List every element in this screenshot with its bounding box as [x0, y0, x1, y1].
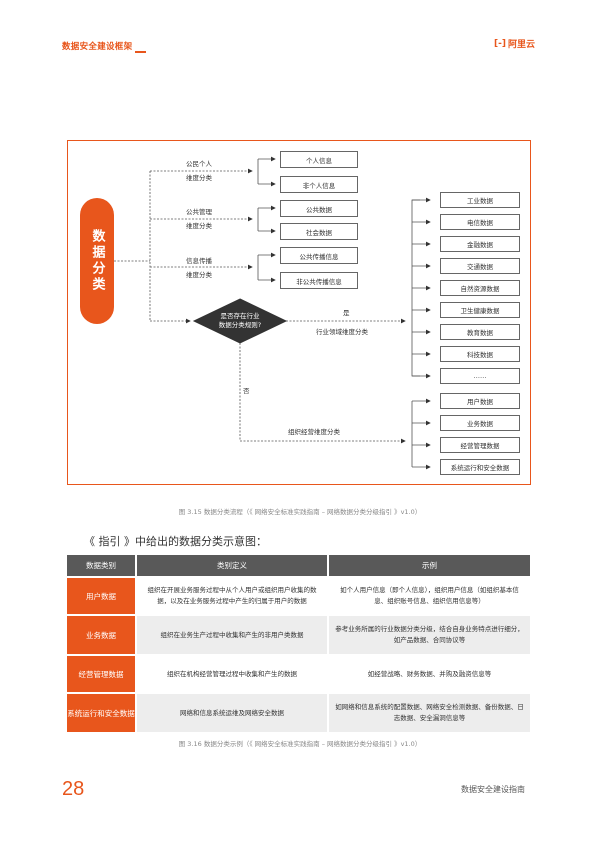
branch3-label-line1: 信息传播: [186, 257, 212, 265]
root-node: 数据分类: [80, 198, 114, 324]
row-category: 系统运行和安全数据: [67, 692, 137, 732]
industry-node: 卫生健康数据: [440, 302, 520, 318]
industry-node: 电信数据: [440, 214, 520, 230]
logo-text: 阿里云: [507, 40, 535, 50]
node-social-data: 社会数据: [280, 223, 358, 240]
flowchart-connectors: [114, 156, 431, 470]
branch1-label-line2: 维度分类: [186, 174, 212, 182]
industry-node: 自然资源数据: [440, 280, 520, 296]
header-definition: 类别定义: [137, 555, 329, 576]
node-personal-info: 个人信息: [280, 151, 358, 168]
industry-node: 工业数据: [440, 192, 520, 208]
row-definition: 组织在业务生产过程中收集和产生的非用户类数据: [137, 614, 329, 654]
header-example: 示例: [329, 555, 532, 576]
industry-node: 交通数据: [440, 258, 520, 274]
brand-logo: [-] 阿里云: [494, 37, 535, 51]
org-node: 业务数据: [440, 415, 520, 431]
logo-icon: [-]: [494, 38, 506, 49]
node-public-broadcast-info: 公共传播信息: [280, 247, 358, 264]
decision-no-label: 否: [243, 387, 250, 395]
branch2-label-line2: 维度分类: [186, 222, 212, 230]
row-category: 经营管理数据: [67, 654, 137, 692]
header-title: 数据安全建设框架: [62, 42, 133, 52]
table-row: 业务数据 组织在业务生产过程中收集和产生的非用户类数据 参考业务所属的行业数据分…: [67, 614, 532, 654]
intro-text: 《 指引 》中给出的数据分类示意图：: [84, 535, 267, 548]
table-row: 用户数据 组织在开展业务服务过程中从个人用户或组织用户收集的数据，以及在业务服务…: [67, 576, 532, 614]
row-definition: 组织在机构经营管理过程中收集和产生的数据: [137, 654, 329, 692]
row-definition: 网络和信息系统运维及网络安全数据: [137, 692, 329, 732]
row-example: 参考业务所属的行业数据分类分级，结合自身业务特点进行细分，如产品数据、合同协议等: [329, 614, 532, 654]
industry-node-more: ……: [440, 368, 520, 384]
row-example: 如网络和信息系统的配置数据、网络安全检测数据、备份数据、日志数据、安全漏洞信息等: [329, 692, 532, 732]
branch3-label-line2: 维度分类: [186, 271, 212, 279]
branch2-label-line1: 公共管理: [186, 208, 212, 216]
node-public-data: 公共数据: [280, 200, 358, 217]
footer-title: 数据安全建设指南: [461, 785, 525, 794]
header-underline: [135, 51, 146, 53]
row-example: 如经营战略、财务数据、并购及融资信息等: [329, 654, 532, 692]
classification-table: 数据类别 类别定义 示例 用户数据 组织在开展业务服务过程中从个人用户或组织用户…: [67, 555, 532, 732]
industry-dimension-label: 行业领域维度分类: [316, 328, 368, 336]
table-row: 系统运行和安全数据 网络和信息系统运维及网络安全数据 如网络和信息系统的配置数据…: [67, 692, 532, 732]
org-node: 经营管理数据: [440, 437, 520, 453]
org-node: 系统运行和安全数据: [440, 459, 520, 475]
table-row: 经营管理数据 组织在机构经营管理过程中收集和产生的数据 如经营战略、财务数据、并…: [67, 654, 532, 692]
decision-line2: 数据分类规则?: [218, 321, 262, 329]
figure-caption-2: 图 3.16 数据分类示例（《 网络安全标准实践指南 – 网络数据分类分级指引 …: [178, 740, 422, 748]
row-category: 用户数据: [67, 576, 137, 614]
industry-node: 金融数据: [440, 236, 520, 252]
node-non-personal-info: 非个人信息: [280, 176, 358, 193]
industry-node: 教育数据: [440, 324, 520, 340]
page-number: 28: [62, 778, 85, 800]
header-category: 数据类别: [67, 555, 137, 576]
table-header-row: 数据类别 类别定义 示例: [67, 555, 532, 576]
decision-diamond: [192, 298, 288, 344]
org-node: 用户数据: [440, 393, 520, 409]
row-example: 如个人用户信息（即个人信息），组织用户信息（如组织基本信息、组织账号信息、组织信…: [329, 576, 532, 614]
decision-line1: 是否存在行业: [220, 312, 260, 320]
row-definition: 组织在开展业务服务过程中从个人用户或组织用户收集的数据，以及在业务服务过程中产生…: [137, 576, 329, 614]
figure-frame: [67, 140, 531, 485]
node-non-public-broadcast-info: 非公共传播信息: [280, 272, 358, 289]
org-dimension-label: 组织经营维度分类: [288, 428, 340, 436]
industry-node: 科技数据: [440, 346, 520, 362]
branch1-label-line1: 公民个人: [186, 160, 212, 168]
decision-yes-label: 是: [343, 309, 350, 317]
figure-caption-1: 图 3.15 数据分类流程（《 网络安全标准实践指南 – 网络数据分类分级指引 …: [178, 508, 422, 516]
row-category: 业务数据: [67, 614, 137, 654]
decision-text: 是否存在行业 数据分类规则?: [190, 312, 290, 330]
